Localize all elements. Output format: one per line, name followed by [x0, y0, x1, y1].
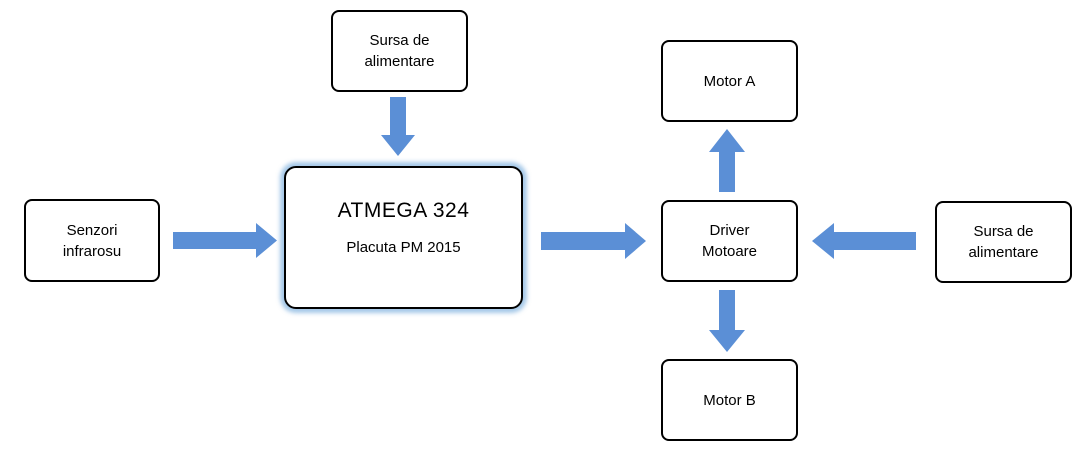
- sensors-line1: Senzori: [66, 221, 118, 239]
- sensors-box: Senzori infrarosu: [24, 199, 160, 282]
- power-supply-top-line2: alimentare: [364, 53, 435, 70]
- motor-a-box: Motor A: [661, 40, 798, 122]
- power-supply-right-box: Sursa de alimentare: [935, 201, 1072, 283]
- power-supply-top-box: Sursa de alimentare: [331, 10, 468, 92]
- mcu-box: ATMEGA 324 Placuta PM 2015: [284, 166, 523, 309]
- arrow-power-to-mcu: [381, 97, 415, 156]
- driver-line1: Driver: [709, 222, 750, 239]
- motor-b-label: Motor B: [703, 391, 756, 409]
- motor-a-label: Motor A: [703, 72, 756, 90]
- power-supply-top-line1: Sursa de: [369, 32, 430, 49]
- arrow-driver-to-motor-a: [709, 129, 745, 192]
- arrow-power-to-driver: [812, 223, 916, 259]
- mcu-subtitle: Placuta PM 2015: [346, 239, 461, 256]
- driver-line2: Motoare: [701, 243, 758, 260]
- power-supply-right-line2: alimentare: [968, 244, 1039, 261]
- sensors-line2: infrarosu: [62, 242, 122, 260]
- driver-box: Driver Motoare: [661, 200, 798, 282]
- motor-b-box: Motor B: [661, 359, 798, 441]
- power-supply-right-line1: Sursa de: [973, 223, 1034, 240]
- arrow-mcu-to-driver: [541, 223, 646, 259]
- mcu-title: ATMEGA 324: [337, 199, 470, 222]
- arrow-driver-to-motor-b: [709, 290, 745, 352]
- arrow-sensors-to-mcu: [173, 223, 277, 258]
